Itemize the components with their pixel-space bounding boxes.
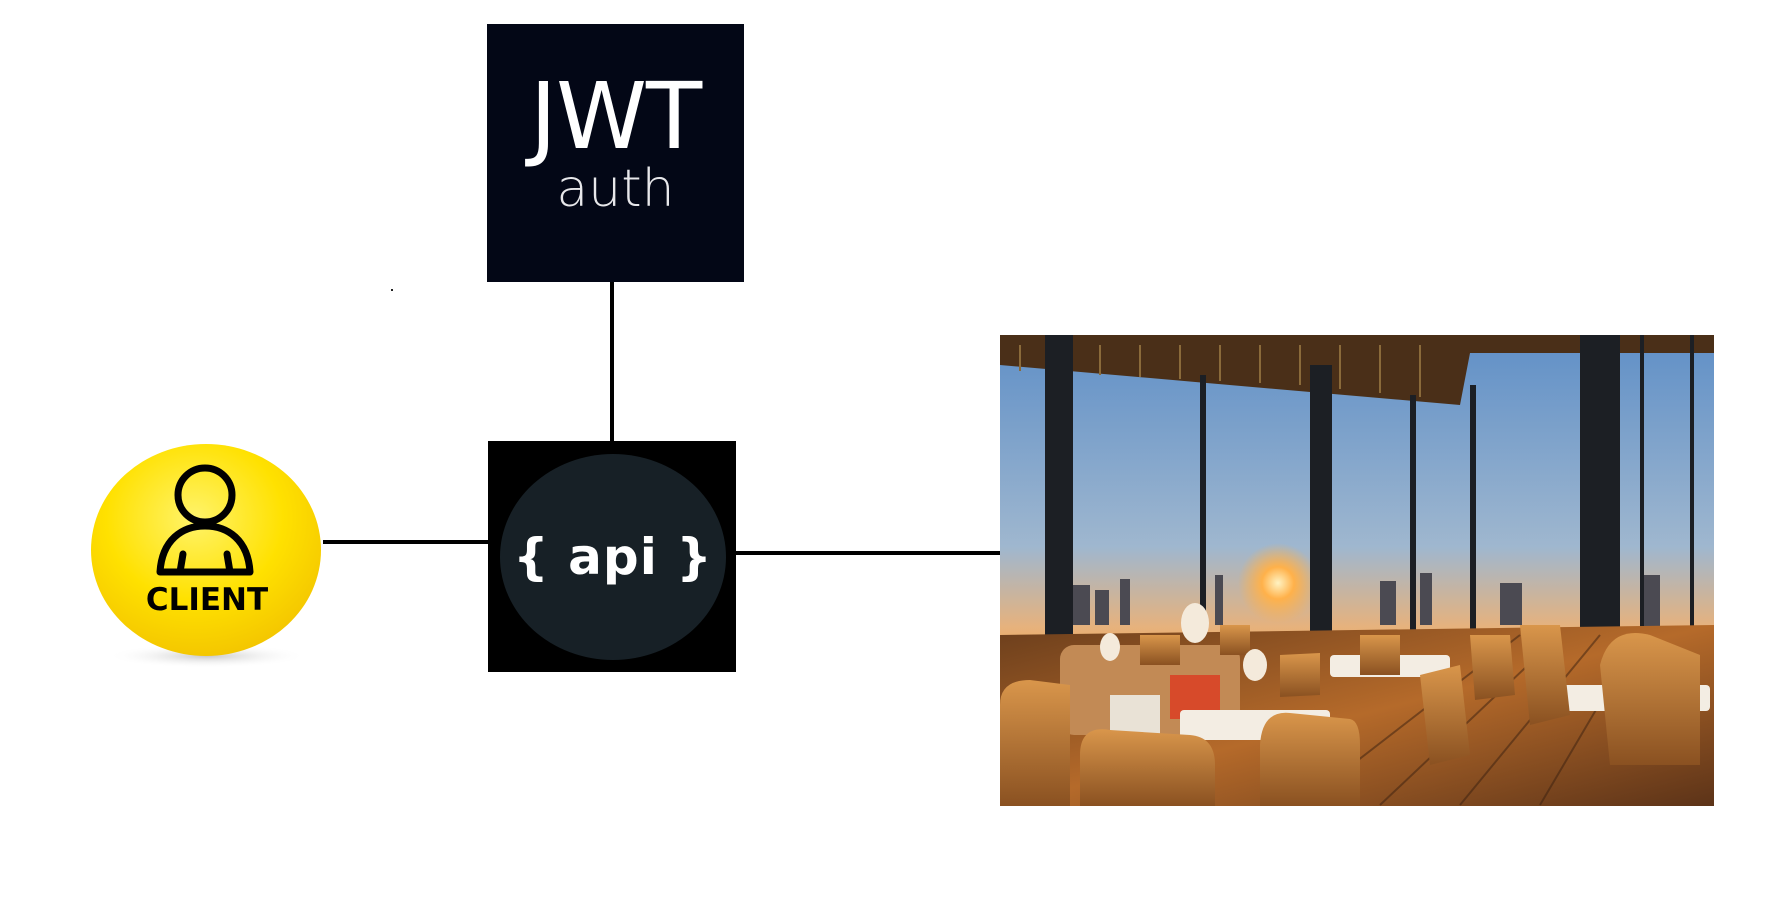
api-label: { api } xyxy=(500,454,726,660)
connector-jwt-api xyxy=(610,281,614,441)
jwt-title: JWT xyxy=(529,63,702,170)
stray-dot xyxy=(391,289,393,291)
restaurant-photo xyxy=(1000,335,1714,806)
client-label: CLIENT xyxy=(145,582,269,618)
connector-client-api xyxy=(323,540,489,544)
jwt-auth-node: JWT auth xyxy=(487,24,744,282)
connector-api-restaurant xyxy=(736,551,1000,555)
client-node: CLIENT xyxy=(82,430,332,675)
client-badge xyxy=(91,444,321,668)
jwt-subtitle: auth xyxy=(556,159,675,219)
person-icon xyxy=(156,464,254,576)
restaurant-illustration xyxy=(1000,335,1714,806)
api-node: { api } xyxy=(488,441,736,672)
